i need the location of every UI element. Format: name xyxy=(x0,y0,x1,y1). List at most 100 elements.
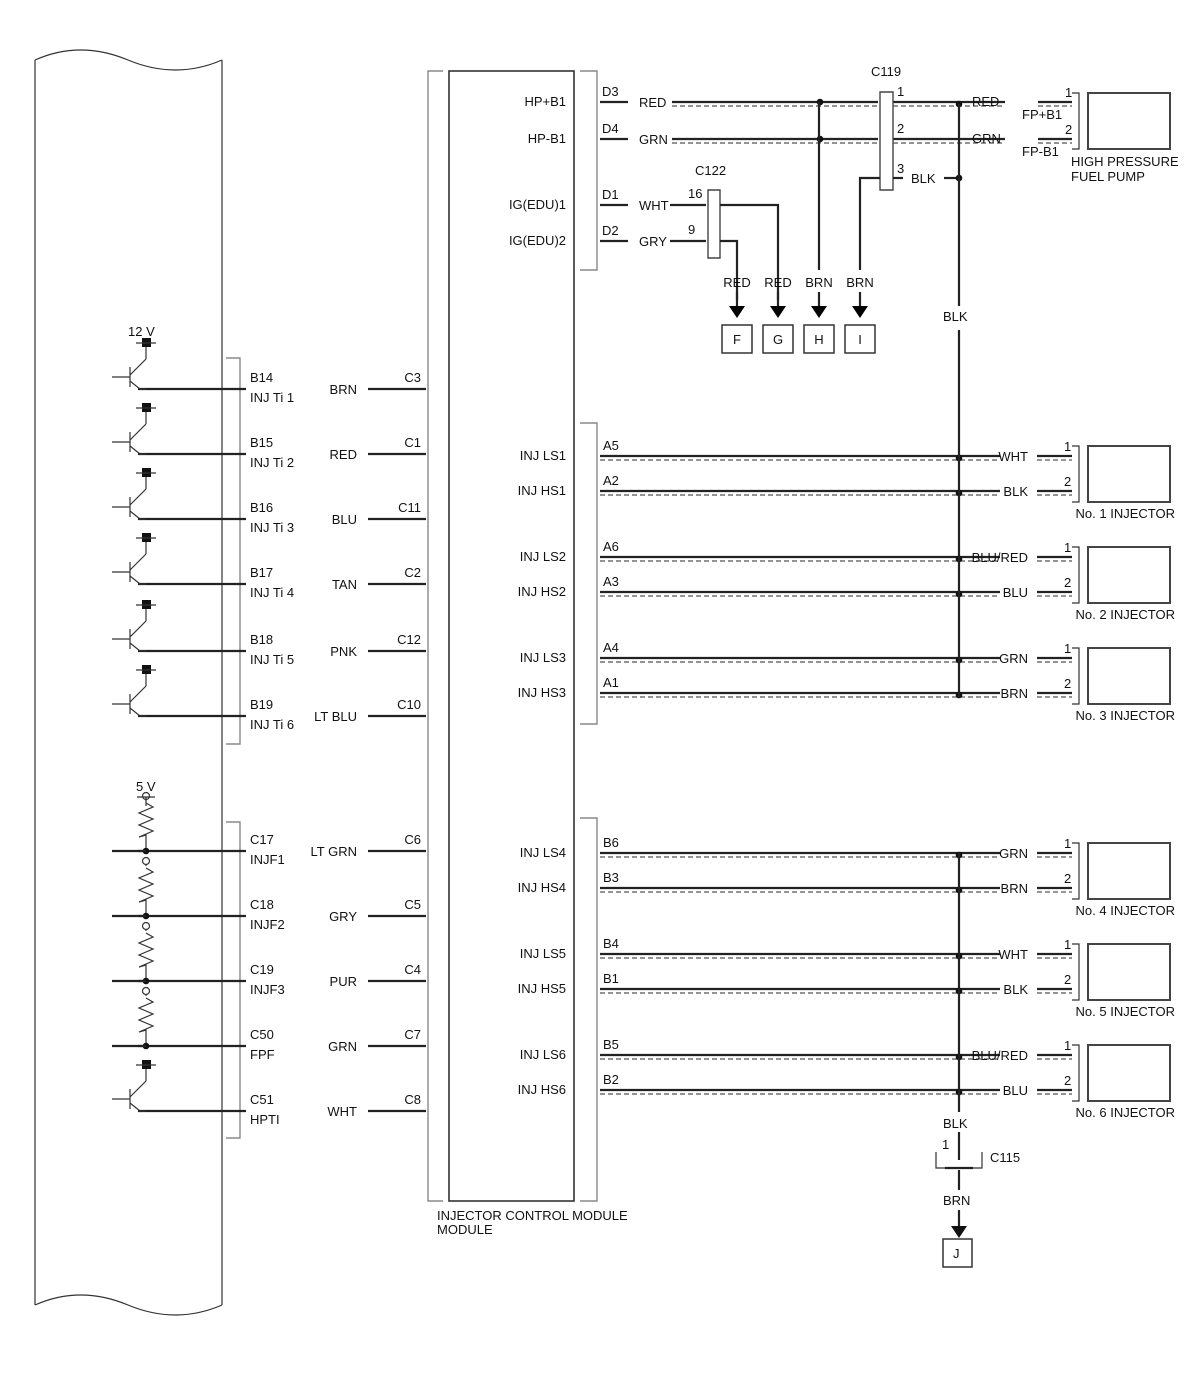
pump-label-2: FUEL PUMP xyxy=(1071,169,1145,184)
resistor-node xyxy=(141,921,151,931)
injector-pin: 2 xyxy=(1064,474,1071,489)
output-color: RED xyxy=(723,275,750,290)
supply-12v: 12 V xyxy=(128,324,155,339)
wire-color: BLU/RED xyxy=(972,1048,1028,1063)
c119-pin3: 3 xyxy=(897,161,904,176)
injector-pin: 1 xyxy=(1064,540,1071,555)
ecm-signal: FPF xyxy=(250,1047,275,1062)
module-pin: D4 xyxy=(602,121,619,136)
module-signal: HP+B1 xyxy=(524,94,566,109)
c119-label: C119 xyxy=(871,64,901,79)
output-box xyxy=(762,324,794,354)
injector-body xyxy=(1087,647,1171,705)
output-F: RED F xyxy=(721,275,753,354)
module-pin: D2 xyxy=(602,223,619,238)
module-pin: B4 xyxy=(603,936,619,951)
pump-pin: 2 xyxy=(1065,122,1072,137)
high-pressure-fuel-pump: HIGH PRESSURE FUEL PUMP xyxy=(1071,92,1179,184)
wire-color: LT GRN xyxy=(311,844,357,859)
module-pin: B3 xyxy=(603,870,619,885)
module-pin: C3 xyxy=(404,370,421,385)
module-pin: D3 xyxy=(602,84,619,99)
switch-emitter xyxy=(129,707,141,717)
module-pin: A3 xyxy=(603,574,619,589)
pump-terminal: FP-B1 xyxy=(1022,144,1059,159)
injector-control-module: INJECTOR CONTROL MODULE MODULE xyxy=(427,70,628,1237)
module-signal: INJ LS4 xyxy=(520,845,566,860)
bus-lower-color: BLK xyxy=(943,1116,968,1131)
switch-emitter xyxy=(129,642,141,652)
pump-pin: 1 xyxy=(1065,85,1072,100)
injector-connector xyxy=(1072,647,1080,705)
resistor-zigzag xyxy=(137,867,155,916)
arrow-down-icon xyxy=(770,306,786,318)
injector-pin: 1 xyxy=(1064,1038,1071,1053)
wire-color: BLU/RED xyxy=(972,550,1028,565)
switch-collector xyxy=(129,553,147,571)
output-color: BRN xyxy=(846,275,873,290)
c119-connector xyxy=(879,91,894,191)
wire-color: BLK xyxy=(1003,982,1028,997)
resistor-node xyxy=(141,986,151,996)
ecm-signal: INJ Ti 5 xyxy=(250,652,294,667)
switch-collector xyxy=(129,685,147,703)
injector-label: No. 3 INJECTOR xyxy=(1076,708,1175,723)
module-pin: C2 xyxy=(404,565,421,580)
injector-pin: 2 xyxy=(1064,972,1071,987)
drop-g xyxy=(720,203,780,300)
injector-body xyxy=(1087,842,1171,900)
module-pin: D1 xyxy=(602,187,619,202)
module-pin: C6 xyxy=(404,832,421,847)
ecm-pin: B16 xyxy=(250,500,273,515)
wire-color: GRY xyxy=(329,909,357,924)
c122-connector xyxy=(707,189,721,259)
injector-pin: 2 xyxy=(1064,1073,1071,1088)
injector-label: No. 4 INJECTOR xyxy=(1076,903,1175,918)
switch-collector xyxy=(129,1080,147,1098)
transistor-switch-icon xyxy=(112,403,156,455)
ecm-signal: INJF1 xyxy=(250,852,285,867)
wire-color: LT BLU xyxy=(314,709,357,724)
module-pin: C11 xyxy=(398,500,421,515)
injector-body xyxy=(1087,943,1171,1001)
wire-color: BRN xyxy=(1001,686,1028,701)
injector-pin: 1 xyxy=(1064,937,1071,952)
wire-color: BRN xyxy=(1001,881,1028,896)
module-signal: INJ LS5 xyxy=(520,946,566,961)
wire-color: PNK xyxy=(330,644,357,659)
injector-connector xyxy=(1072,842,1080,900)
wire-color: BLU xyxy=(1003,585,1028,600)
switch-collector xyxy=(129,620,147,638)
switch-emitter xyxy=(129,1102,141,1112)
ecm-signal: INJ Ti 3 xyxy=(250,520,294,535)
wire-color: WHT xyxy=(998,449,1028,464)
transistor-switch-icon xyxy=(112,665,156,717)
ecm-pin: C19 xyxy=(250,962,274,977)
ecm-signal: HPTI xyxy=(250,1112,280,1127)
module-pin: C10 xyxy=(397,697,421,712)
wire-color: GRN xyxy=(328,1039,357,1054)
ecm-signal: INJ Ti 6 xyxy=(250,717,294,732)
module-signal: INJ HS1 xyxy=(518,483,566,498)
switch-collector xyxy=(129,488,147,506)
transistor-switch-icon xyxy=(112,468,156,520)
output-dest: F xyxy=(733,332,741,347)
ecm-signal: INJF2 xyxy=(250,917,285,932)
module-signal: INJ HS5 xyxy=(518,981,566,996)
arrow-down-icon xyxy=(852,306,868,318)
module-pin: A5 xyxy=(603,438,619,453)
module-pin: B2 xyxy=(603,1072,619,1087)
wire-color: BRN xyxy=(330,382,357,397)
wire-color: GRN xyxy=(999,651,1028,666)
